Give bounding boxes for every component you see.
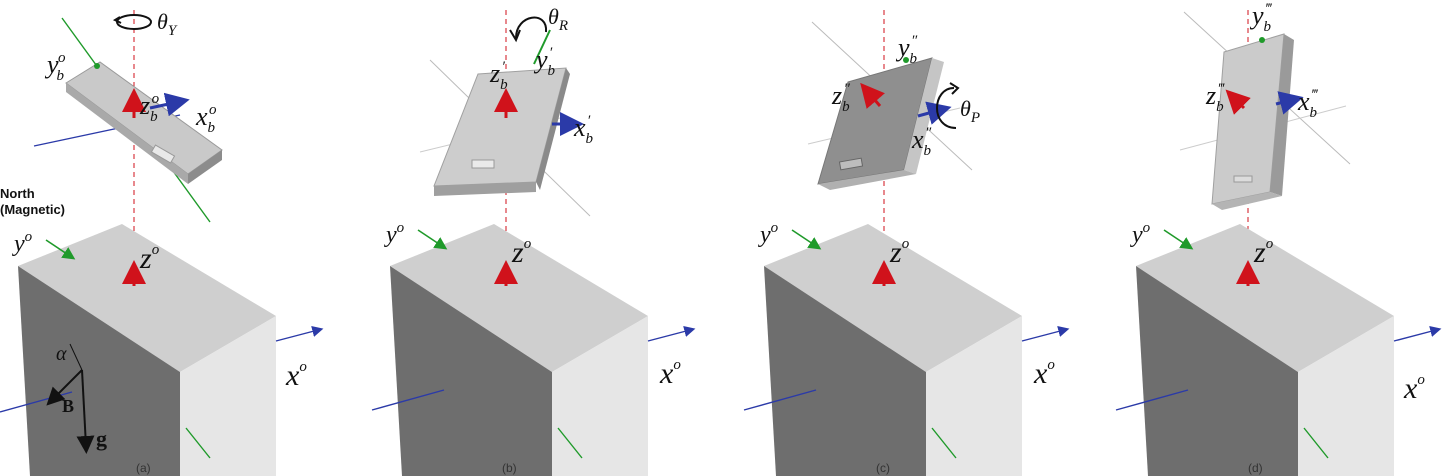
svg-text:xo: xo: [285, 359, 307, 392]
svg-text:xo: xo: [659, 357, 681, 390]
B-label: B: [62, 396, 74, 416]
panel-caption: (a): [136, 461, 151, 475]
ground-z-label: z: [511, 236, 524, 269]
body-y-label: y: [895, 33, 910, 62]
svg-text:ybo: ybo: [44, 50, 66, 84]
body-y-label: y: [1249, 1, 1264, 30]
rotation-sub: R: [558, 18, 568, 34]
ground-y-label: y: [1130, 222, 1143, 248]
svg-text:yo: yo: [12, 229, 33, 257]
ground-z-label: z: [889, 236, 902, 269]
body-y-label: y: [533, 45, 548, 74]
phone-body: [1212, 34, 1294, 210]
body-x-label: x: [1297, 87, 1310, 116]
svg-text:yo: yo: [758, 220, 779, 248]
svg-text:yb″: yb″: [895, 33, 918, 67]
svg-text:yo: yo: [384, 220, 405, 248]
ground-x-label: x: [1033, 357, 1048, 390]
svg-text:xb′: xb′: [573, 113, 594, 147]
north-label-line2: (Magnetic): [0, 202, 65, 217]
body-z-label: z: [139, 91, 150, 120]
ground-y-label: y: [758, 222, 771, 248]
ground-y-label: y: [384, 222, 397, 248]
ground-x-label: x: [659, 357, 674, 390]
svg-text:xb″: xb″: [911, 125, 932, 159]
ground-z-label: z: [1253, 236, 1266, 269]
svg-text:xbo: xbo: [195, 102, 217, 136]
svg-text:θY: θY: [157, 9, 178, 39]
svg-text:yb′: yb′: [533, 45, 556, 79]
ground-x-label: x: [285, 359, 300, 392]
rotation-symbol: θ: [157, 9, 168, 34]
body-z-label: z: [489, 59, 500, 88]
rotation-symbol: θ: [960, 96, 971, 121]
rotation-sub: Y: [168, 23, 178, 39]
panel-caption: (d): [1248, 461, 1263, 475]
body-z-label: z: [1205, 81, 1216, 110]
svg-text:θP: θP: [960, 96, 980, 126]
svg-text:yo: yo: [1130, 220, 1151, 248]
roll-rotation-arrow: [516, 18, 546, 38]
rotation-symbol: θ: [548, 4, 559, 29]
svg-text:θR: θR: [548, 4, 568, 34]
body-z-label: z: [831, 81, 842, 110]
alpha-label: α: [56, 343, 67, 365]
panel-a: θY ybo zbo xbo North (Magnetic) yo zo xo…: [0, 9, 318, 476]
panel-caption: (c): [876, 461, 890, 475]
svg-text:xo: xo: [1033, 357, 1055, 390]
ground-y-label: y: [12, 231, 25, 257]
panel-b: θR zb′ yb′ xb′ yo zo xo (b): [372, 4, 690, 476]
north-label-line1: North: [0, 186, 35, 201]
svg-text:xb‴: xb‴: [1297, 87, 1319, 121]
panel-d: zb‴ yb‴ xb‴ yo zo xo (d): [1116, 1, 1436, 476]
body-x-label: x: [195, 102, 208, 131]
svg-text:yb‴: yb‴: [1249, 1, 1273, 35]
ground-x-label: x: [1403, 372, 1418, 405]
panel-caption: (b): [502, 461, 517, 475]
body-x-label: x: [911, 125, 924, 154]
ground-z-label: z: [139, 242, 152, 275]
rotation-sub: P: [970, 110, 980, 126]
phone-body: [818, 58, 944, 190]
body-x-label: x: [573, 113, 586, 142]
g-label: g: [96, 426, 107, 451]
svg-text:xo: xo: [1403, 372, 1425, 405]
panel-c: θP zb″ yb″ xb″ yo zo xo (c): [744, 10, 1064, 476]
